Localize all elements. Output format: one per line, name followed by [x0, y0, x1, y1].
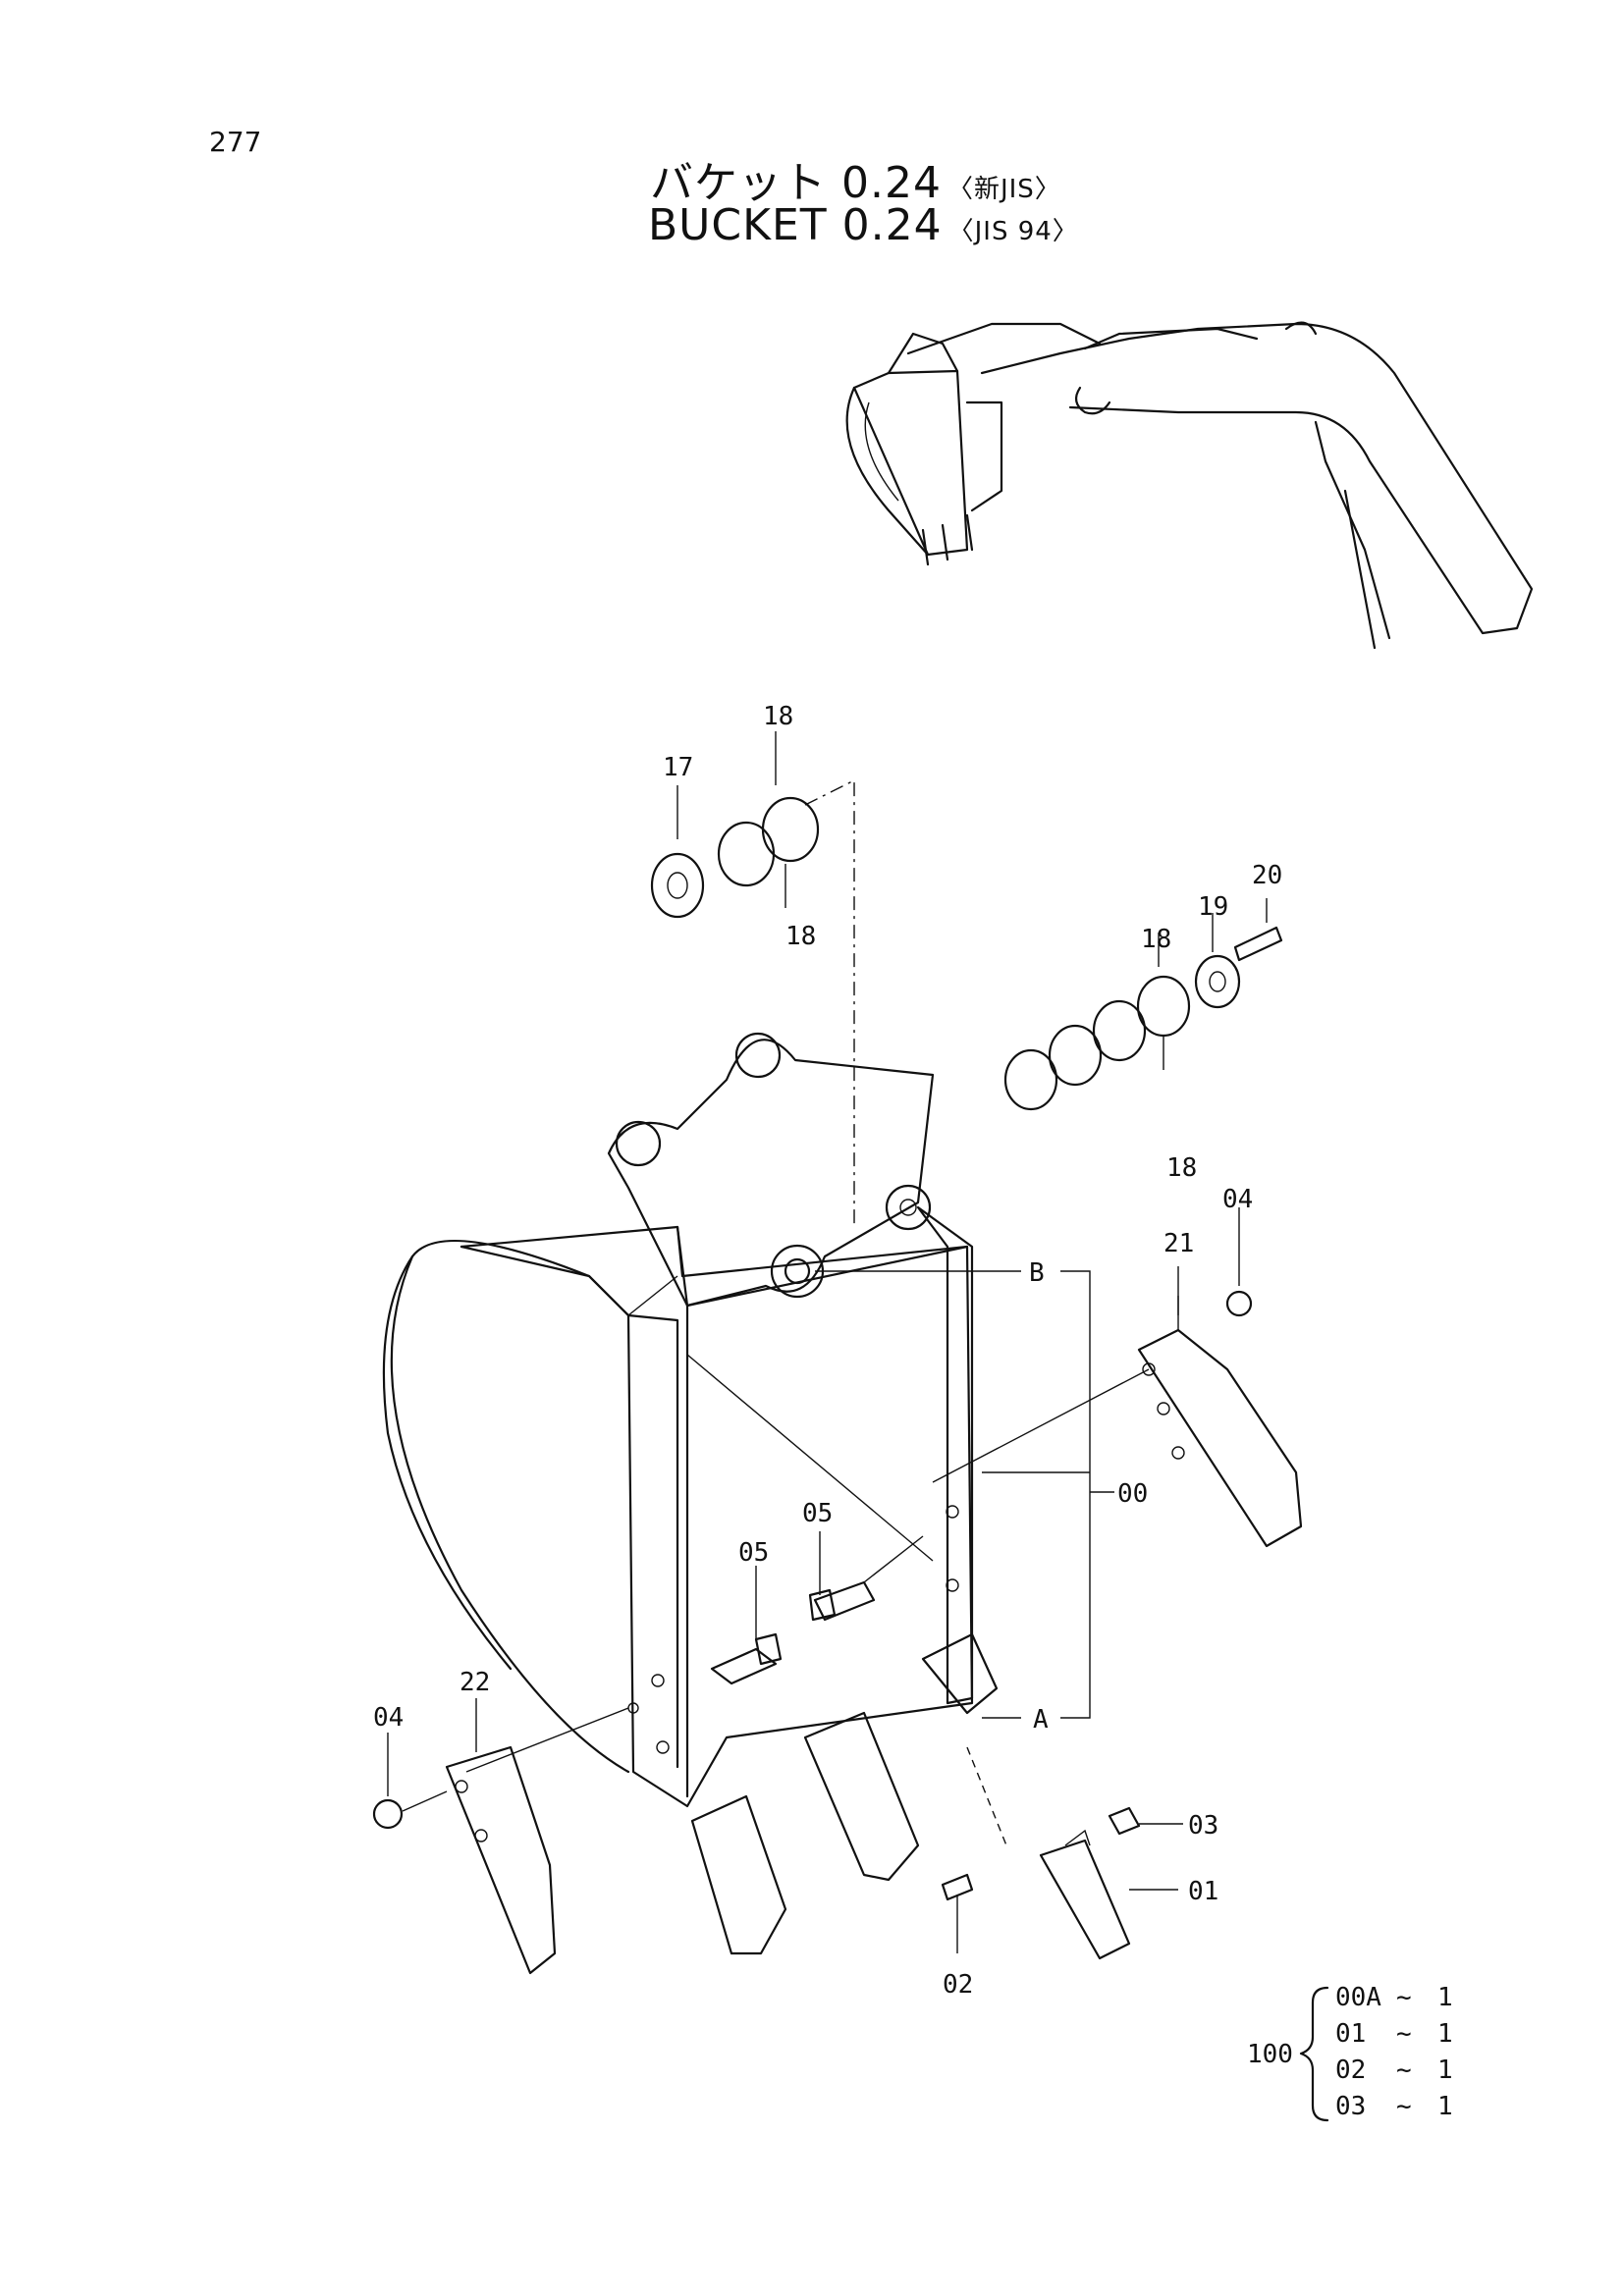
- callout-04-right: 04: [1222, 1185, 1253, 1214]
- callout-20: 20: [1252, 861, 1282, 890]
- kit-item-sep: ~: [1396, 2019, 1412, 2049]
- kit-item-qty: 1: [1437, 1983, 1453, 2012]
- kit-brace: [1299, 1986, 1329, 2122]
- kit-item: 00A ~1: [1335, 1983, 1453, 2012]
- callout-05-upper: 05: [802, 1499, 833, 1528]
- bucket-teeth: [690, 1632, 1141, 1960]
- kit-item-part: 02: [1335, 2056, 1367, 2085]
- shims-and-washers: [650, 796, 1283, 1111]
- kit-item: 02 ~1: [1335, 2056, 1453, 2085]
- callout-18-under: 18: [785, 922, 816, 951]
- callout-04-left: 04: [373, 1703, 404, 1733]
- title-english: BUCKET 0.24〈JIS 94〉: [648, 200, 1079, 250]
- callout-02: 02: [943, 1970, 973, 2000]
- title-english-main: BUCKET 0.24: [648, 200, 943, 250]
- side-cutter-22: [372, 1745, 557, 1975]
- callout-19: 19: [1198, 892, 1228, 922]
- callout-05-lower: 05: [738, 1538, 769, 1568]
- kit-item-sep: ~: [1396, 2056, 1412, 2085]
- kit-item-part: 03: [1335, 2092, 1367, 2121]
- excavator-arm-overview: [845, 321, 1534, 650]
- bolts-05: [710, 1580, 876, 1685]
- callout-18-right: 18: [1141, 925, 1171, 954]
- kit-number: 100: [1247, 2040, 1293, 2069]
- leader-lines: [387, 731, 1268, 1953]
- title-japanese: バケット 0.24〈新JIS〉: [650, 147, 1061, 210]
- callout-22: 22: [460, 1668, 490, 1697]
- kit-item-qty: 1: [1437, 2019, 1453, 2049]
- title-japanese-main: バケット 0.24: [650, 158, 942, 208]
- kit-item-sep: ~: [1396, 1983, 1412, 2012]
- side-cutter-21: [1137, 1290, 1303, 1548]
- kit-item-sep: ~: [1396, 2092, 1412, 2121]
- kit-item: 01 ~1: [1335, 2019, 1453, 2049]
- callout-00: 00: [1117, 1479, 1148, 1509]
- bucket-body: [382, 1032, 974, 1808]
- title-english-sub: 〈JIS 94〉: [947, 217, 1079, 246]
- kit-item-qty: 1: [1437, 2092, 1453, 2121]
- callout-03: 03: [1188, 1811, 1218, 1841]
- page-number: 277: [209, 126, 262, 158]
- callout-21: 21: [1163, 1229, 1194, 1258]
- kit-item-part: 00A: [1335, 1983, 1381, 2012]
- callout-18-top: 18: [763, 702, 793, 731]
- kit-item: 03 ~1: [1335, 2092, 1453, 2121]
- callout-17: 17: [663, 753, 693, 782]
- callout-18-lower: 18: [1166, 1153, 1197, 1183]
- callout-01: 01: [1188, 1877, 1218, 1906]
- callout-labels: 17 18 18 18 18 19 20 04 21 B 00 05 05 A …: [373, 702, 1282, 2000]
- callout-ref-a: A: [1033, 1705, 1049, 1735]
- kit-item-qty: 1: [1437, 2056, 1453, 2085]
- callout-ref-b: B: [1029, 1258, 1045, 1288]
- title-japanese-sub: 〈新JIS〉: [947, 175, 1061, 204]
- kit-item-part: 01: [1335, 2019, 1367, 2049]
